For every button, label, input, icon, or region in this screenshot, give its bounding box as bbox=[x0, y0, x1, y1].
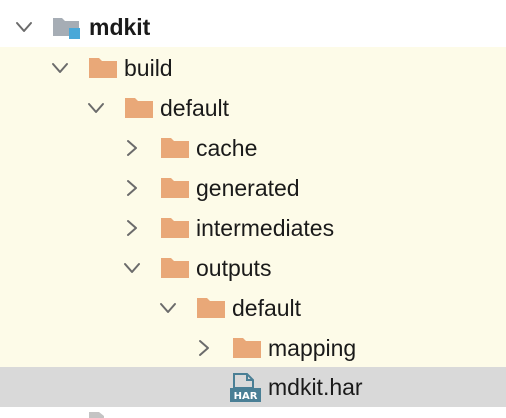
folder-icon bbox=[160, 137, 190, 159]
chevron-down-icon[interactable] bbox=[13, 16, 35, 38]
tree-item-mdkit-har[interactable]: HAR mdkit.har bbox=[0, 367, 506, 407]
folder-icon bbox=[88, 57, 118, 79]
chevron-right-icon[interactable] bbox=[121, 137, 143, 159]
folder-icon bbox=[160, 177, 190, 199]
chevron-right-icon[interactable] bbox=[121, 177, 143, 199]
partial-folder-icon bbox=[100, 0, 118, 2]
tree-item-label: default bbox=[160, 95, 230, 121]
folder-icon bbox=[196, 297, 226, 319]
chevron-right-icon[interactable] bbox=[193, 337, 215, 359]
partial-file-icon bbox=[86, 410, 108, 418]
chevron-down-icon[interactable] bbox=[157, 297, 179, 319]
tree-item-label: mdkit bbox=[89, 14, 151, 40]
module-folder-icon bbox=[52, 16, 82, 39]
tree-item-label: build bbox=[124, 55, 173, 81]
tree-item-mdkit[interactable]: mdkit bbox=[0, 7, 506, 47]
tree-item-intermediates[interactable]: intermediates bbox=[0, 208, 506, 248]
tree-item-label: outputs bbox=[196, 255, 272, 281]
har-icon-text: HAR bbox=[234, 391, 258, 402]
chevron-down-icon[interactable] bbox=[49, 57, 71, 79]
folder-icon bbox=[232, 337, 262, 359]
tree-item-label: default bbox=[232, 295, 302, 321]
tree-item-label: mdkit.har bbox=[268, 374, 363, 400]
folder-icon bbox=[160, 257, 190, 279]
chevron-down-icon[interactable] bbox=[121, 257, 143, 279]
tree-item-build-default[interactable]: default bbox=[0, 88, 506, 128]
tree-item-mapping[interactable]: mapping bbox=[0, 328, 506, 368]
tree-item-label: cache bbox=[196, 135, 258, 161]
folder-icon bbox=[160, 217, 190, 239]
folder-icon bbox=[124, 97, 154, 119]
tree-item-cache[interactable]: cache bbox=[0, 128, 506, 168]
chevron-down-icon[interactable] bbox=[85, 97, 107, 119]
module-highlight-band bbox=[0, 47, 506, 367]
tree-item-outputs-default[interactable]: default bbox=[0, 288, 506, 328]
tree-item-build[interactable]: build bbox=[0, 48, 506, 88]
tree-item-label: generated bbox=[196, 175, 300, 201]
tree-item-generated[interactable]: generated bbox=[0, 168, 506, 208]
tree-item-outputs[interactable]: outputs bbox=[0, 248, 506, 288]
tree-item-label: intermediates bbox=[196, 215, 335, 241]
har-file-icon: HAR bbox=[229, 373, 263, 403]
chevron-right-icon[interactable] bbox=[121, 217, 143, 239]
tree-item-label: mapping bbox=[268, 335, 357, 361]
